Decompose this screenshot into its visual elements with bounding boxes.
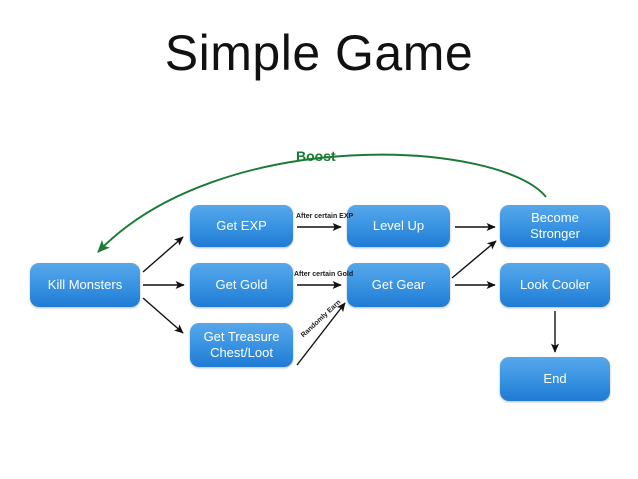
- node-label: Look Cooler: [519, 276, 591, 292]
- node-get-gear[interactable]: Get Gear: [347, 263, 450, 307]
- node-end[interactable]: End: [500, 357, 610, 401]
- arrow-kill-to-treasure: [142, 297, 184, 334]
- node-label: End: [543, 370, 567, 386]
- arrow-gear-to-stronger: [451, 240, 497, 279]
- node-get-treasure-chest-loot[interactable]: Get Treasure Chest/Loot: [190, 323, 293, 367]
- arrow-boost-arc: [97, 153, 547, 253]
- node-kill-monsters[interactable]: Kill Monsters: [30, 263, 140, 307]
- node-get-gold[interactable]: Get Gold: [190, 263, 293, 307]
- node-label: Get Gold: [215, 276, 268, 292]
- node-label: Get Gear: [371, 276, 426, 292]
- edge-label-boost: Boost: [296, 148, 336, 164]
- node-become-stronger[interactable]: Become Stronger: [500, 205, 610, 247]
- node-look-cooler[interactable]: Look Cooler: [500, 263, 610, 307]
- node-label: Level Up: [372, 217, 425, 233]
- node-label: Become Stronger: [530, 209, 580, 241]
- arrow-kill-to-exp: [142, 236, 184, 273]
- edge-label-randomly-earn: Randomly Earn: [300, 298, 343, 340]
- node-get-exp[interactable]: Get EXP: [190, 205, 293, 247]
- edge-label-after-certain-gold: After certain Gold: [294, 271, 354, 278]
- node-label: Get EXP: [216, 217, 267, 233]
- node-level-up[interactable]: Level Up: [347, 205, 450, 247]
- page-title: Simple Game: [164, 25, 474, 81]
- node-label: Kill Monsters: [47, 276, 123, 292]
- edge-label-after-certain-exp: After certain EXP: [296, 213, 354, 220]
- node-label: Get Treasure Chest/Loot: [203, 328, 280, 360]
